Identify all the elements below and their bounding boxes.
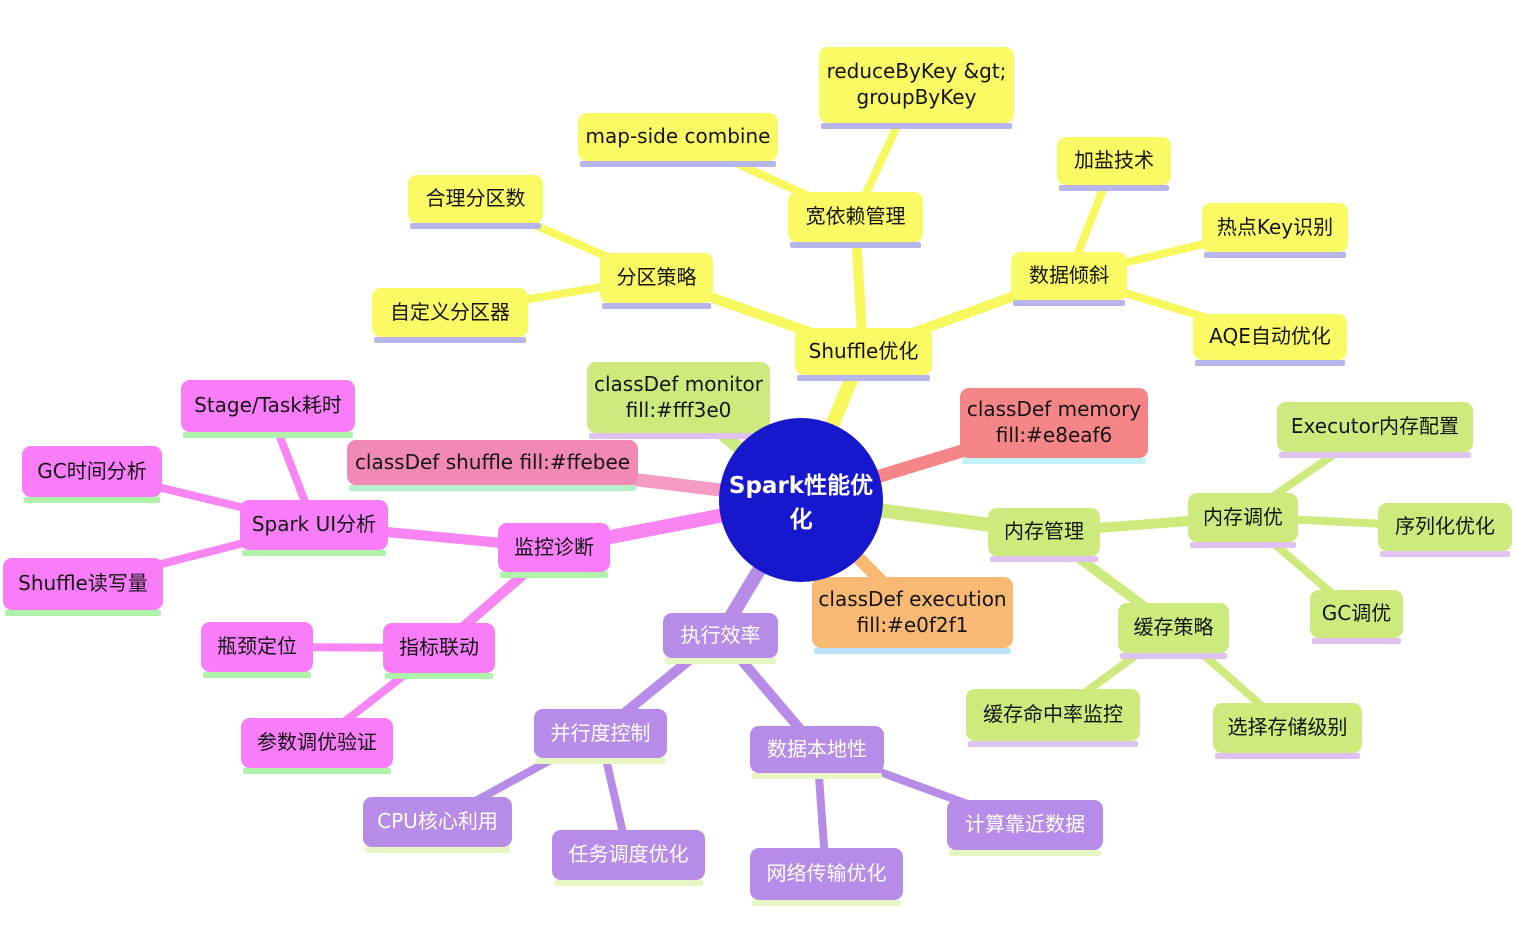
node-exec-efficiency: 执行效率 (663, 613, 778, 664)
node-task-scheduling: 任务调度优化 (552, 830, 705, 886)
root-node: Spark性能优化 (719, 418, 883, 582)
node-monitor-diag: 监控诊断 (498, 523, 610, 578)
node-shuffle-rw: Shuffle读写量 (3, 558, 163, 616)
node-memory-tuning: 内存调优 (1188, 493, 1298, 548)
node-hot-key: 热点Key识别 (1202, 203, 1348, 258)
node-cache-strategy: 缓存策略 (1118, 603, 1229, 659)
node-storage-level: 选择存储级别 (1213, 703, 1362, 759)
node-classdef-monitor: classDef monitor fill:#fff3e0 (587, 362, 770, 439)
node-data-locality: 数据本地性 (750, 726, 884, 779)
node-bottleneck: 瓶颈定位 (201, 622, 313, 678)
node-classdef-shuffle: classDef shuffle fill:#ffebee (347, 440, 638, 491)
node-wide-dep: 宽依赖管理 (788, 192, 923, 248)
node-map-side-combine: map-side combine (578, 113, 778, 167)
node-stage-task-time: Stage/Task耗时 (181, 380, 355, 438)
node-reduce-vs-group: reduceByKey &gt; groupByKey (819, 47, 1014, 129)
node-partition-strategy: 分区策略 (600, 253, 713, 309)
node-parallelism-ctrl: 并行度控制 (534, 709, 667, 764)
node-classdef-memory: classDef memory fill:#e8eaf6 (960, 388, 1148, 464)
node-aqe: AQE自动优化 (1193, 314, 1347, 366)
node-shuffle-opt: Shuffle优化 (795, 328, 932, 381)
node-custom-partitioner: 自定义分区器 (372, 288, 528, 343)
node-salting: 加盐技术 (1057, 137, 1171, 191)
node-metric-link: 指标联动 (383, 623, 495, 679)
node-serialization: 序列化优化 (1378, 503, 1512, 557)
node-param-tuning-verify: 参数调优验证 (241, 718, 393, 774)
node-partition-count: 合理分区数 (408, 175, 543, 229)
node-classdef-execution: classDef execution fill:#e0f2f1 (812, 577, 1013, 654)
node-compute-near-data: 计算靠近数据 (947, 800, 1103, 856)
node-executor-memory: Executor内存配置 (1277, 402, 1473, 458)
node-cache-hit-monitor: 缓存命中率监控 (966, 689, 1140, 747)
node-cpu-core-usage: CPU核心利用 (363, 797, 512, 853)
node-spark-ui: Spark UI分析 (240, 500, 388, 556)
node-network-transfer: 网络传输优化 (750, 848, 903, 906)
node-gc-time: GC时间分析 (22, 446, 162, 503)
node-gc-tuning: GC调优 (1310, 590, 1403, 644)
node-memory-mgmt: 内存管理 (988, 508, 1100, 562)
node-data-skew: 数据倾斜 (1011, 252, 1127, 306)
